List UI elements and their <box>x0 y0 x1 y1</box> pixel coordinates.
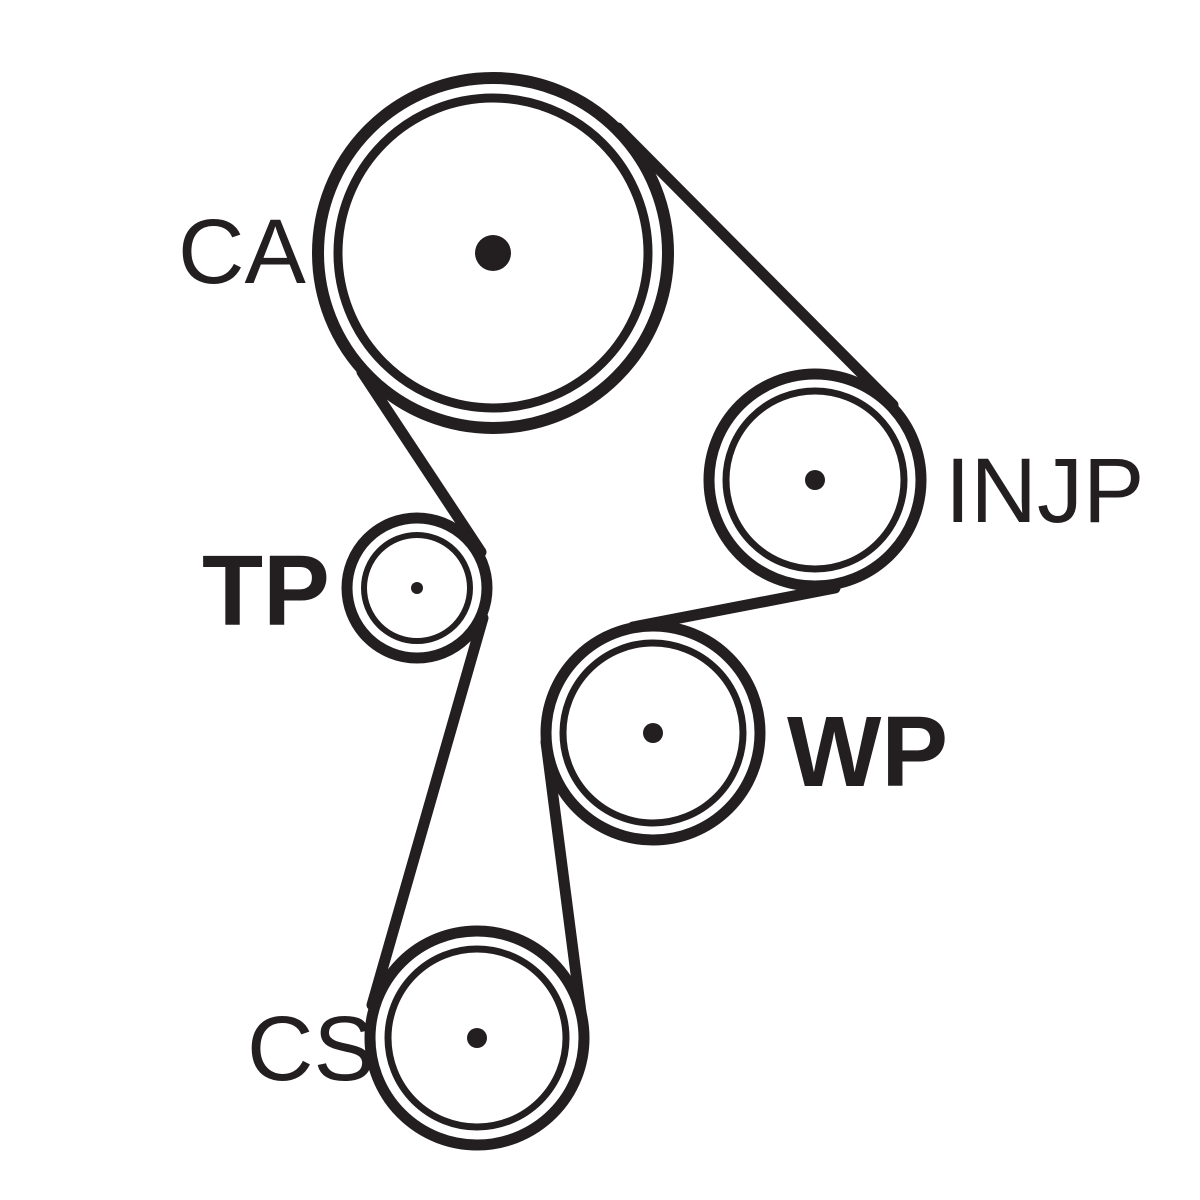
pulley-wp <box>540 620 766 846</box>
label-wp: WP <box>787 696 948 808</box>
belt-injp-wp <box>627 582 841 633</box>
hub-dot-icon <box>467 1028 487 1048</box>
pulley-tp <box>341 512 493 664</box>
belt-ca-injp <box>612 122 899 411</box>
pulley-cs <box>364 925 590 1151</box>
label-injp: INJP <box>945 440 1144 542</box>
belt-wp-cs <box>540 736 589 1034</box>
belt-ca-tp <box>356 366 487 558</box>
label-tp: TP <box>202 535 330 647</box>
pulley-injp <box>703 368 927 592</box>
hub-dot-icon <box>475 235 511 271</box>
label-cs: CS <box>247 998 375 1100</box>
hub-dot-icon <box>643 723 663 743</box>
label-ca: CA <box>178 201 306 303</box>
belt-tp-cs <box>366 612 489 1011</box>
hub-dot-icon <box>805 470 825 490</box>
pulley-ca <box>312 72 674 434</box>
hub-dot-icon <box>411 582 423 594</box>
